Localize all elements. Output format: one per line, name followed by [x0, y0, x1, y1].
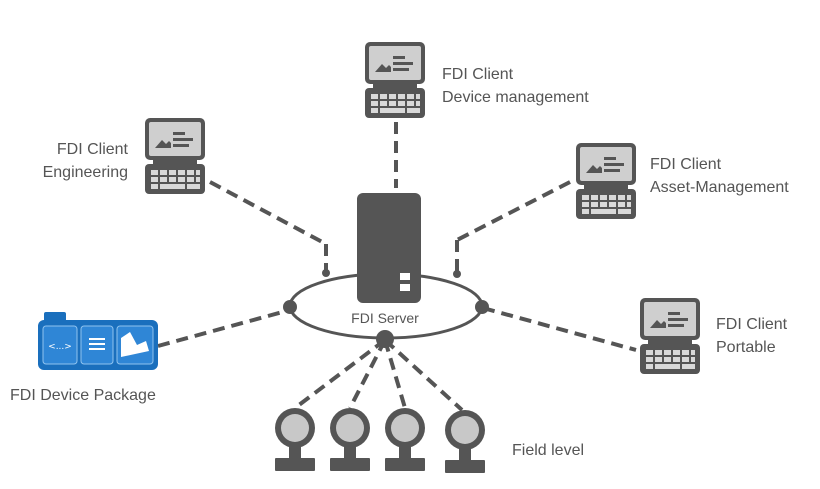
- link-field-2: [348, 339, 387, 409]
- link-field-1: [293, 338, 387, 410]
- client-device-management-role: Device management: [442, 89, 589, 106]
- link-field-3: [383, 339, 407, 409]
- connection-lines: [157, 122, 637, 412]
- client-asset-management-role: Asset-Management: [650, 179, 789, 196]
- client-device-management-label: FDI Client Device management: [442, 63, 589, 109]
- server-icon: [357, 193, 421, 303]
- client-asset-management-icon: [576, 143, 636, 219]
- client-engineering-title: FDI Client: [56, 141, 128, 158]
- client-portable-icon: [640, 298, 700, 374]
- node-asset-management: [453, 270, 461, 278]
- field-level-label: Field level: [512, 442, 585, 459]
- link-device-package: [157, 308, 291, 348]
- client-asset-management-title: FDI Client: [650, 156, 722, 173]
- client-engineering-label: FDI Client Engineering: [28, 138, 128, 184]
- link-portable: [482, 306, 637, 352]
- client-portable-label: FDI Client Portable: [716, 313, 787, 359]
- list-icon: [89, 338, 105, 350]
- ring-nodes: [283, 269, 489, 348]
- client-engineering-role: Engineering: [42, 164, 128, 181]
- link-engineering: [209, 180, 327, 246]
- chart-icon: [121, 332, 149, 357]
- sensor-2-icon: [330, 408, 370, 471]
- server-label: FDI Server: [351, 310, 419, 326]
- link-asset-management: [456, 180, 571, 242]
- client-device-management-icon: [365, 42, 425, 118]
- code-brackets-icon: <...>: [48, 342, 72, 352]
- sensor-4-icon: [445, 410, 485, 473]
- sensor-1-icon: [275, 408, 315, 471]
- client-asset-management-label: FDI Client Asset-Management: [650, 153, 789, 199]
- device-package-label: FDI Device Package: [10, 387, 156, 404]
- sensor-3-icon: [385, 408, 425, 471]
- node-portable: [475, 300, 489, 314]
- client-portable-title: FDI Client: [716, 316, 788, 333]
- client-device-management-title: FDI Client: [442, 66, 514, 83]
- node-engineering: [322, 269, 330, 277]
- node-device-package: [283, 300, 297, 314]
- link-field-4: [383, 338, 464, 412]
- device-package-icon: <...>: [38, 312, 158, 370]
- client-portable-role: Portable: [716, 339, 776, 356]
- node-field: [376, 330, 394, 348]
- client-engineering-icon: [145, 118, 205, 194]
